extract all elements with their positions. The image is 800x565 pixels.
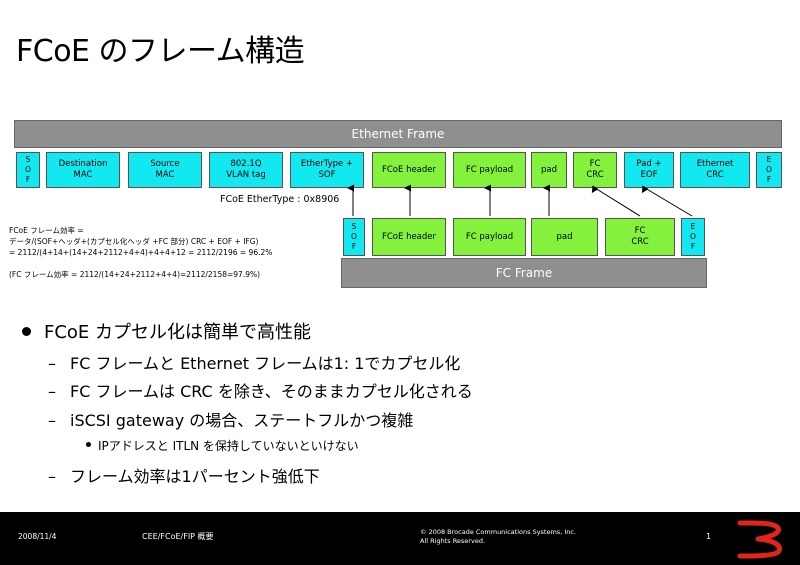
fc-frame-field: E O F: [681, 218, 705, 256]
ethernet-frame-field: Pad + EOF: [624, 152, 674, 188]
dash-icon: –: [48, 411, 56, 430]
efficiency-note: FCoE フレーム効率 = データ/(SOF+ヘッダ+(カプセル化ヘッダ +FC…: [9, 225, 272, 280]
dash-icon: –: [48, 382, 56, 401]
slide-footer: 2008/11/4 CEE/FCoE/FIP 概要 © 2008 Brocade…: [0, 512, 800, 565]
copyright-line-2: All Rights Reserved.: [420, 537, 486, 545]
arrow-fc-crc: [591, 185, 641, 217]
ethernet-frame-field: Destination MAC: [46, 152, 120, 188]
fc-frame-field: FC payload: [453, 218, 526, 256]
bullet-dot-icon: [22, 326, 31, 336]
footer-topic: CEE/FCoE/FIP 概要: [142, 532, 214, 541]
ethernet-frame-field: EtherType + SOF: [290, 152, 364, 188]
page-number: 1: [706, 532, 712, 541]
bullet-main-text: FCoE カプセル化は簡単で高性能: [44, 322, 312, 343]
ethernet-frame-bar: Ethernet Frame: [14, 120, 782, 148]
ethernet-frame-field: pad: [531, 152, 567, 188]
arrow-eof: [641, 185, 693, 217]
copyright-line-1: © 2008 Brocade Communications Systems, I…: [420, 528, 577, 536]
fc-frame-field: FCoE header: [372, 218, 446, 256]
slide-title: FCoE のフレーム構造: [16, 34, 305, 69]
footer-copyright: © 2008 Brocade Communications Systems, I…: [420, 528, 576, 546]
fc-frame-field: FC CRC: [605, 218, 675, 256]
ethernet-frame-field: Source MAC: [128, 152, 202, 188]
bullet-subsub-text: IPアドレスと ITLN を保持していないといけない: [98, 439, 359, 453]
ethernet-frame-field: FC payload: [453, 152, 526, 188]
bullet-subsub: IPアドレスと ITLN を保持していないといけない: [86, 437, 359, 454]
efficiency-line-3: = 2112/(4+14+(14+24+2112+4+4)+4+4+12 = 2…: [9, 248, 273, 257]
efficiency-line-1: FCoE フレーム効率 =: [9, 226, 84, 235]
bullet-sub-3: –iSCSI gateway の場合、ステートフルかつ複雑: [48, 407, 413, 431]
fc-frame-label: FC Frame: [495, 266, 553, 280]
ethernet-frame-field: 802.1Q VLAN tag: [209, 152, 283, 188]
bullet-dot-icon: [86, 442, 91, 447]
dash-icon: –: [48, 354, 56, 373]
dash-icon: –: [48, 467, 56, 486]
bullet-main: FCoE カプセル化は簡単で高性能: [22, 318, 311, 344]
bullet-sub-4-text: フレーム効率は1パーセント強低下: [70, 467, 320, 486]
bullet-sub-2-text: FC フレームは CRC を除き、そのままカプセル化される: [70, 382, 473, 401]
bullet-sub-1-text: FC フレームと Ethernet フレームは1: 1でカプセル化: [70, 354, 461, 373]
fc-frame-field: S O F: [343, 218, 365, 256]
ethernet-frame-field: S O F: [16, 152, 40, 188]
bullet-sub-3-text: iSCSI gateway の場合、ステートフルかつ複雑: [70, 411, 414, 430]
bullet-sub-4: –フレーム効率は1パーセント強低下: [48, 463, 320, 487]
ethernet-frame-field: E O F: [756, 152, 782, 188]
ethernet-frame-field: Ethernet CRC: [680, 152, 750, 188]
footer-date: 2008/11/4: [18, 532, 57, 541]
fc-frame-field: pad: [531, 218, 598, 256]
bullet-sub-1: –FC フレームと Ethernet フレームは1: 1でカプセル化: [48, 350, 460, 374]
mapping-arrows: [347, 184, 693, 217]
fc-frame-bar: FC Frame: [341, 258, 707, 288]
ethernet-frame-label: Ethernet Frame: [351, 127, 445, 141]
bullet-sub-2: –FC フレームは CRC を除き、そのままカプセル化される: [48, 378, 473, 402]
brocade-logo-icon: [737, 520, 782, 559]
efficiency-line-2: データ/(SOF+ヘッダ+(カプセル化ヘッダ +FC 部分) CRC + EOF…: [9, 237, 259, 246]
ethertype-label: FCoE EtherType : 0x8906: [220, 194, 340, 205]
efficiency-line-4: (FC フレーム効率 = 2112/(14+24+2112+4+4)=2112/…: [9, 270, 261, 279]
